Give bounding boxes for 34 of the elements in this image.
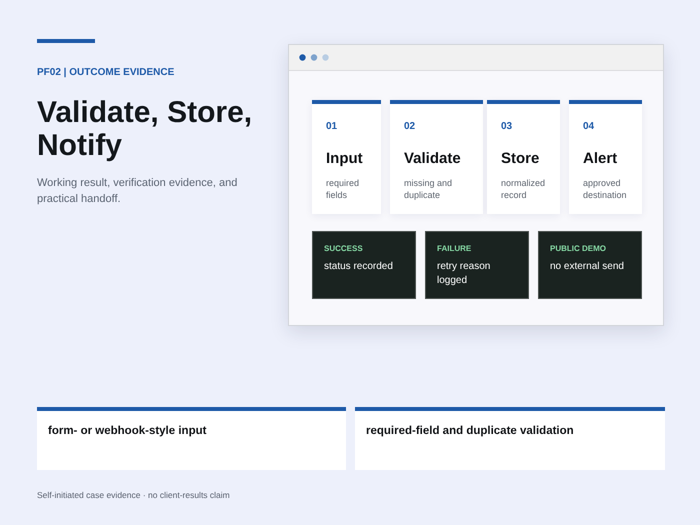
step-card bbox=[390, 100, 483, 214]
step-description: approved destination bbox=[583, 177, 628, 201]
status-panel bbox=[538, 231, 642, 299]
status-text: status recorded bbox=[324, 260, 394, 274]
step-card bbox=[312, 100, 381, 214]
step-description: required fields bbox=[326, 177, 360, 201]
feature-card bbox=[355, 407, 665, 470]
feature-card bbox=[37, 407, 346, 470]
step-title: Store bbox=[501, 150, 540, 168]
note-text: form- or webhook-style input bbox=[48, 424, 208, 438]
status-label: FAILURE bbox=[437, 244, 472, 254]
step-title: Alert bbox=[583, 150, 618, 168]
subtitle-text: Working result, verification evidence, and practical handoff. bbox=[37, 176, 238, 207]
status-label: SUCCESS bbox=[324, 244, 364, 254]
step-title: Validate bbox=[404, 150, 462, 168]
note-text: required-field and duplicate validation bbox=[366, 424, 575, 438]
section-eyebrow: PF02 | OUTCOME EVIDENCE bbox=[37, 66, 176, 80]
status-text: retry reason logged bbox=[437, 260, 492, 288]
step-card bbox=[569, 100, 642, 214]
step-card bbox=[487, 100, 560, 214]
step-number: 01 bbox=[326, 121, 338, 133]
page-title: Validate, Store, Notify bbox=[37, 96, 254, 162]
step-title: Input bbox=[326, 150, 364, 168]
browser-window bbox=[288, 44, 664, 326]
step-description: normalized record bbox=[501, 177, 546, 201]
step-number: 03 bbox=[501, 121, 514, 133]
step-number: 04 bbox=[583, 121, 596, 133]
step-description: missing and duplicate bbox=[404, 177, 454, 201]
status-text: no external send bbox=[550, 260, 625, 274]
footnote-text: Self-initiated case evidence · no client-results claim bbox=[37, 489, 231, 501]
status-panel bbox=[425, 231, 529, 299]
status-panel bbox=[312, 231, 416, 299]
status-label: PUBLIC DEMO bbox=[550, 244, 607, 254]
step-number: 02 bbox=[404, 121, 416, 133]
